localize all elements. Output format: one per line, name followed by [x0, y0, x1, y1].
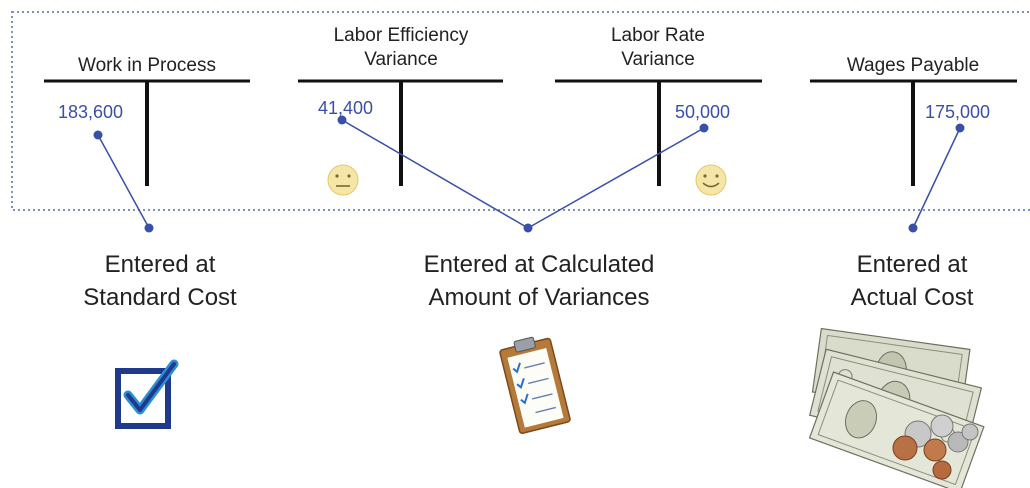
account-title-line: Wages Payable [846, 55, 980, 76]
checkbox-check-icon [115, 359, 179, 429]
clipboard-checklist-icon [499, 336, 571, 435]
smiley-face-icon [695, 164, 727, 196]
account-title-wages: Wages Payable [847, 54, 979, 78]
t-account-rate [555, 79, 762, 186]
account-title-line: Labor Efficiency [333, 25, 469, 46]
account-title-wip: Work in Process [78, 54, 216, 78]
caption-line: Actual Cost [850, 284, 974, 311]
t-account-wip [44, 79, 250, 186]
neutral-face-icon [327, 164, 359, 196]
caption-actual-cost: Entered at Actual Cost [851, 248, 974, 314]
account-title-line: Work in Process [78, 55, 216, 76]
account-title-line: Labor Rate [610, 25, 706, 46]
caption-line: Amount of Variances [428, 284, 650, 311]
amount-wip: 183,600 [58, 102, 124, 122]
account-title-line: Variance [364, 49, 438, 70]
connector-dots [93, 115, 965, 233]
connector-lines [97, 119, 961, 229]
caption-variances: Entered at Calculated Amount of Variance… [424, 248, 655, 314]
caption-line: Entered at [104, 251, 216, 278]
amount-wages: 175,000 [925, 102, 991, 122]
account-title-line: Variance [621, 49, 695, 70]
caption-line: Standard Cost [83, 284, 237, 311]
t-account-efficiency [298, 79, 503, 186]
caption-standard-cost: Entered at Standard Cost [83, 248, 236, 314]
caption-line: Entered at [856, 251, 968, 278]
dotted-border [11, 11, 1030, 211]
amount-rate: 50,000 [675, 102, 731, 122]
account-title-efficiency: Labor Efficiency Variance [334, 24, 469, 72]
account-title-rate: Labor Rate Variance [611, 24, 705, 72]
t-account-wages [810, 79, 1017, 186]
money-bills-coins-icon [808, 327, 985, 488]
amount-efficiency: 41,400 [318, 98, 374, 118]
caption-line: Entered at Calculated [423, 251, 655, 278]
